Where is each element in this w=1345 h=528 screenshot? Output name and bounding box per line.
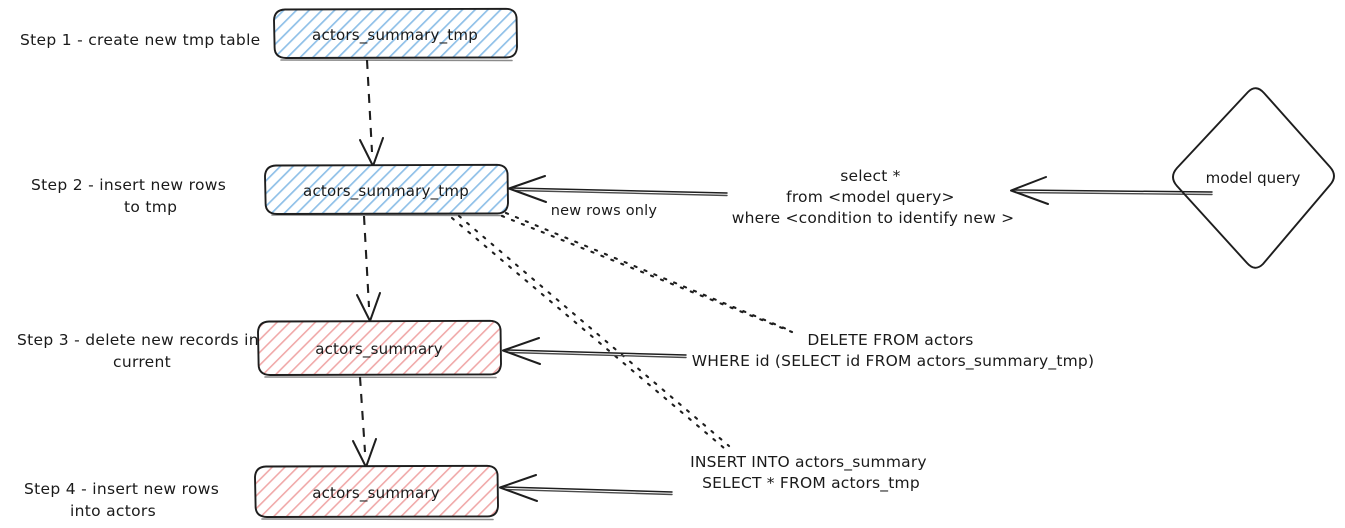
edge-label-new-rows-only: new rows only <box>551 203 658 219</box>
edge-delete-sql-to-actors-summary <box>502 337 687 365</box>
node-actors-summary-3[interactable]: actors_summary <box>257 319 502 379</box>
model-query-label: model query <box>1206 169 1301 187</box>
edge-insert-sql-to-actors-summary <box>499 474 673 502</box>
edge-step3-to-step4 <box>352 376 377 468</box>
node-4-label: actors_summary <box>312 484 440 503</box>
step-4-group: Step 4 - insert new rows into actors act… <box>24 464 499 521</box>
step-2-label: Step 2 - insert new rows to tmp <box>31 176 231 216</box>
step-1-label: Step 1 - create new tmp table <box>20 31 261 49</box>
insert-sql-text: INSERT INTO actors_summary SELECT * FROM… <box>690 453 932 493</box>
node-model-query[interactable]: model query <box>1172 87 1335 269</box>
node-actors-summary-4[interactable]: actors_summary <box>254 464 499 521</box>
node-actors-summary-tmp-1[interactable]: actors_summary_tmp <box>273 7 518 62</box>
node-actors-summary-tmp-2[interactable]: actors_summary_tmp <box>264 163 509 217</box>
step-2-group: Step 2 - insert new rows to tmp actors_s… <box>31 163 509 217</box>
model-query-sql-text: select * from <model query> where <condi… <box>732 167 1015 227</box>
edge-step2-to-step3 <box>356 215 381 322</box>
step-3-group: Step 3 - delete new records in current a… <box>17 319 502 379</box>
edge-diamond-to-sql <box>1010 176 1213 205</box>
step-4-label: Step 4 - insert new rows into actors <box>24 480 224 520</box>
step-3-label: Step 3 - delete new records in current <box>17 331 264 371</box>
node-3-label: actors_summary <box>315 340 443 359</box>
step-1-group: Step 1 - create new tmp table actors_sum… <box>20 7 518 62</box>
node-2-label: actors_summary_tmp <box>303 182 469 201</box>
node-1-label: actors_summary_tmp <box>312 26 478 45</box>
delete-sql-text: DELETE FROM actors WHERE id (SELECT id F… <box>692 331 1094 371</box>
edge-step1-to-step2 <box>359 59 384 167</box>
edge-model-query-to-tmp: new rows only <box>508 175 728 219</box>
edge-dotted-to-delete-sql <box>500 211 794 334</box>
